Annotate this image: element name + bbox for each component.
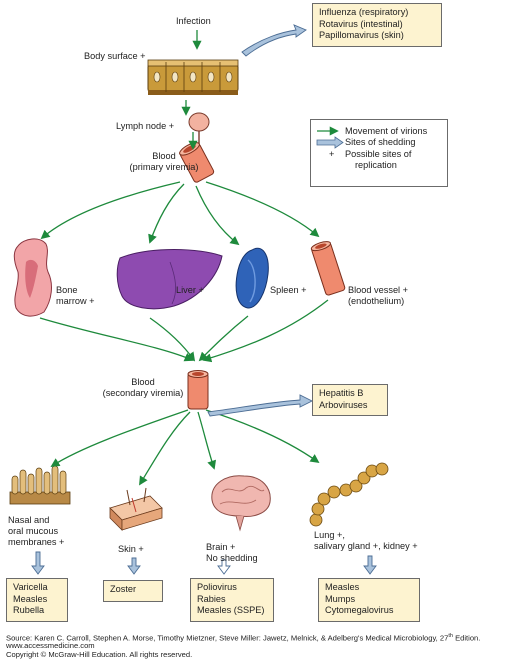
brain-label: Brain +No shedding [206, 542, 258, 563]
spleen-illustration [235, 247, 269, 309]
lymph-node-illustration [188, 112, 210, 144]
blood-primary-label: Blood(primary viremia) [129, 151, 199, 172]
liver-illustration [116, 249, 223, 310]
brain-illustration [211, 475, 271, 532]
legend-shedding-label: Sites of shedding [345, 137, 416, 147]
blood-secondary-label: Blood(secondary viremia) [102, 377, 184, 398]
secondary-blood-vessel [187, 370, 209, 410]
liver-label: Liver + [176, 285, 204, 295]
infection-label: Infection [176, 16, 211, 26]
gland-tubule-illustration [309, 462, 389, 527]
legend: Movement of virions Sites of shedding + … [310, 119, 448, 187]
nasal-mucosa-illustration [9, 465, 71, 505]
legend-blue-arrow-icon [316, 136, 344, 149]
copyright-notice: Copyright © McGraw-Hill Education. All r… [6, 650, 193, 659]
legend-movement-label: Movement of virions [345, 126, 428, 136]
skin-illustration [109, 487, 163, 531]
legend-plus-symbol: + [329, 149, 335, 159]
bone-marrow-illustration [13, 238, 52, 317]
skin-label: Skin + [118, 544, 144, 554]
body-surface-label: Body surface + [84, 51, 146, 61]
endothelium-vessel-illustration [310, 241, 346, 296]
shedding-arrows [31, 24, 377, 575]
spleen-label: Spleen + [270, 285, 307, 295]
surface-virus-box: Influenza (respiratory)Rotavirus (intest… [312, 3, 442, 47]
legend-keys [316, 126, 344, 149]
source-url: www.accessmedicine.com [6, 641, 95, 650]
skin-virus-box: Zoster [103, 580, 163, 602]
lung-gland-kidney-label: Lung +,salivary gland +, kidney + [314, 530, 418, 551]
lymph-node-label: Lymph node + [116, 121, 175, 131]
epithelium-illustration [147, 59, 239, 95]
source-citation: Source: Karen C. Carroll, Stephen A. Mor… [6, 633, 481, 643]
blood-vessel-label: Blood vessel +(endothelium) [348, 285, 409, 306]
